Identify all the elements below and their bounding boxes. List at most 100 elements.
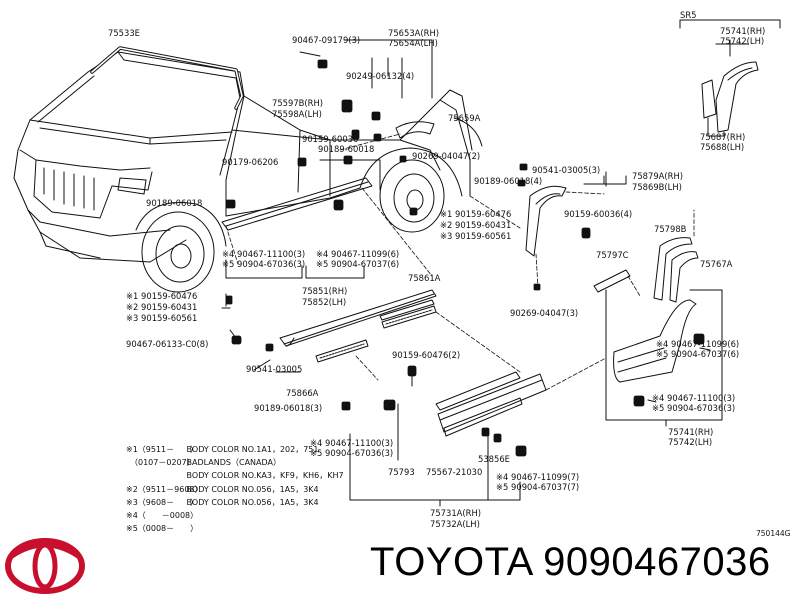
- color-note-3: BODY COLOR NO.KA3，KF9，KH6，KH7: [126, 470, 344, 481]
- clip-icon: [341, 99, 353, 113]
- part-label: ※4 90467-11100(3): [310, 438, 393, 448]
- note-text: BODY COLOR NO.056，1A5，3K4: [186, 485, 319, 494]
- part-label: 53856E: [478, 454, 510, 464]
- part-label: ※4 90467-11100(3): [222, 249, 305, 259]
- clip-icon: [481, 427, 490, 437]
- part-label: 75687(RH): [700, 132, 745, 142]
- part-label: 90159-60036: [302, 134, 358, 144]
- part-label: 75861A: [408, 273, 441, 283]
- garnish-part-75798b: [653, 237, 693, 301]
- note-key: ※1（9511－ ）: [126, 445, 199, 454]
- clip-icon: [225, 199, 236, 209]
- note-key: ※3（9608－ ）: [126, 498, 199, 507]
- fender-extension-part-75687: [701, 79, 717, 119]
- clip-icon: [265, 343, 274, 352]
- part-label: ※4 90467-11099(6): [316, 249, 399, 259]
- part-label: ※4 90467-11099(7): [496, 472, 579, 482]
- part-label: 75851(RH): [302, 286, 347, 296]
- part-label: 75732A(LH): [430, 519, 480, 529]
- part-label: 90249-06132(4): [346, 71, 414, 81]
- clip-icon: [351, 129, 360, 140]
- color-note-4: ※2（9511－9608） BODY COLOR NO.056，1A5，3K4: [126, 484, 319, 495]
- note-key: ※2（9511－9608）: [126, 485, 203, 494]
- part-label: 75533E: [108, 28, 140, 38]
- part-label: 75653A(RH): [388, 28, 439, 38]
- part-label: ※3 90159-60561: [440, 231, 511, 241]
- part-label: 75866A: [286, 388, 319, 398]
- clip-icon: [581, 227, 591, 239]
- part-label: 90467-09179(3): [292, 35, 360, 45]
- clip-icon: [633, 395, 645, 407]
- clip-strip-part-75866a: [315, 339, 369, 363]
- clip-icon: [493, 433, 502, 443]
- clip-icon: [317, 59, 328, 69]
- clip-icon: [371, 111, 381, 121]
- part-label: ※5 90904-67036(3): [310, 448, 393, 458]
- part-label: ※5 90904-67036(3): [652, 403, 735, 413]
- toyota-emblem-icon: [5, 538, 85, 594]
- fender-arch-part-75879a: [525, 185, 567, 257]
- part-label: 90269-04047(3): [510, 308, 578, 318]
- clip-icon: [515, 445, 527, 457]
- clip-icon: [231, 335, 242, 345]
- part-label: 75852(LH): [302, 297, 346, 307]
- clip-icon: [399, 155, 407, 163]
- part-label: 75659A: [448, 113, 481, 123]
- part-label: 90189-06018(4): [474, 176, 542, 186]
- fender-strip-part: [453, 117, 483, 147]
- clip-icon: [373, 133, 382, 142]
- part-label: 75688(LH): [700, 142, 744, 152]
- part-label: ※1 90159-60476: [440, 209, 511, 219]
- clip-icon: [693, 333, 705, 345]
- clip-icon: [341, 401, 351, 411]
- fender-flare-part: [395, 121, 435, 139]
- note-key: ※5（0008－ ）: [126, 524, 199, 533]
- part-label: 75741(RH): [668, 427, 713, 437]
- part-label: ※5 90904-67037(6): [656, 349, 739, 359]
- part-label: ※5 90904-67036(3): [222, 259, 305, 269]
- rocker-molding-on-vehicle: [221, 177, 373, 231]
- quarter-molding-part-75741: [613, 299, 697, 383]
- clip-icon: [383, 399, 396, 411]
- fastener-icons: [225, 59, 705, 457]
- brand-part-number-title: TOYOTA 9090467036: [370, 540, 771, 584]
- part-label: 75798B: [654, 224, 687, 234]
- door-molding-part-75731a: [437, 373, 547, 433]
- part-label: ※1 90159-60476: [126, 291, 197, 301]
- part-label: 90541-03005: [246, 364, 302, 374]
- part-label: 75742(LH): [720, 36, 764, 46]
- diagram-code: 750144G: [756, 529, 791, 538]
- part-label: 90179-06206: [222, 157, 278, 167]
- strip-part-75797c: [593, 269, 631, 293]
- part-label: ※2 90159-60431: [126, 302, 197, 312]
- rocker-molding-part-75851: [279, 289, 437, 347]
- color-note-5: ※3（9608－ ） BODY COLOR NO.056，1A5，3K4: [126, 497, 319, 508]
- note-text: BODY COLOR NO.056，1A5，3K4: [186, 498, 319, 507]
- vehicle-body-drawing: [13, 51, 473, 293]
- part-label: 75598A(LH): [272, 109, 322, 119]
- part-label: 75731A(RH): [430, 508, 481, 518]
- part-label: ※2 90159-60431: [440, 220, 511, 230]
- part-label: 75597B(RH): [272, 98, 323, 108]
- part-label: ※3 90159-60561: [126, 313, 197, 323]
- part-label: ※4 90467-11100(3): [652, 393, 735, 403]
- part-label: 75767A: [700, 259, 733, 269]
- clip-icon: [407, 365, 417, 377]
- clip-icon: [333, 199, 344, 211]
- part-label: 75567-21030: [426, 467, 482, 477]
- clip-icon: [519, 163, 528, 171]
- part-label: 75741(RH): [720, 26, 765, 36]
- note-key: ※4（ －0008）: [126, 511, 199, 520]
- part-label: 90189-60018: [318, 144, 374, 154]
- garnish-part-75767a: [669, 251, 699, 303]
- trim-label-sr5: SR5: [680, 10, 696, 20]
- note-text: BODY COLOR NO.KA3，KF9，KH6，KH7: [186, 471, 344, 480]
- note-text: BODY COLOR NO.1A1，202，751: [186, 445, 319, 454]
- part-label: 90159-60036(4): [564, 209, 632, 219]
- part-label: 90189-06018: [146, 198, 202, 208]
- part-label: 90159-60476(2): [392, 350, 460, 360]
- part-label: 75869B(LH): [632, 182, 682, 192]
- clip-icon: [343, 155, 353, 165]
- part-label: 75879A(RH): [632, 171, 683, 181]
